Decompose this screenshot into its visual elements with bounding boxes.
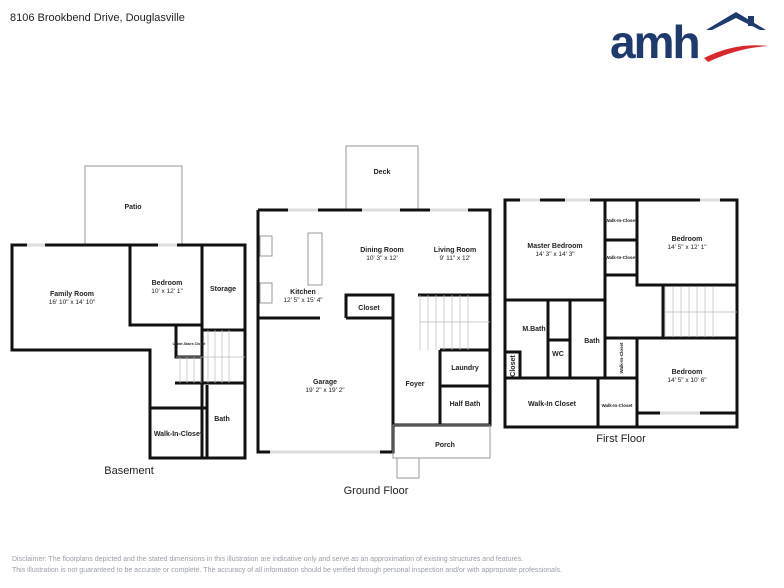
room-patio: Patio [124, 204, 141, 211]
room-walkin: Walk-In-Closet [154, 431, 203, 438]
room-wic1: Walk-In-Closet [605, 218, 637, 223]
disclaimer-line-1: Disclaimer: The floorplans depicted and … [12, 556, 524, 563]
dims-living: 9' 11" x 12' [439, 255, 470, 262]
room-bedroom2: Bedroom [672, 369, 703, 376]
room-deck: Deck [374, 169, 391, 176]
dims-bedroom2: 14' 5" x 10' 6" [667, 377, 707, 384]
room-family: Family Room [50, 291, 94, 298]
dims-bedroom1: 14' 5" x 12' 1" [667, 244, 707, 251]
room-bedroom: Bedroom [152, 280, 183, 287]
room-closet: Closet [510, 355, 517, 377]
room-master: Master Bedroom [527, 243, 582, 250]
room-bedroom1: Bedroom [672, 236, 703, 243]
room-kitchen: Kitchen [290, 289, 316, 296]
room-dining: Dining Room [360, 247, 404, 254]
basement-plan: Patio Family Room 16' 10" x 14' 10" Bedr… [10, 165, 247, 477]
floor-label-basement: Basement [104, 465, 154, 477]
dims-family: 16' 10" x 14' 10" [49, 299, 96, 306]
room-wic3: Walk-In-Closet [619, 342, 624, 374]
dims-dining: 10' 3" x 12' [366, 255, 398, 262]
room-closet: Closet [358, 305, 380, 312]
room-mbath: M.Bath [522, 326, 545, 333]
first-floor-plan: Master Bedroom 14' 3" x 14' 3" Walk-In-C… [503, 198, 739, 445]
room-wic4: Walk-In-Closet [601, 403, 633, 408]
room-garage: Garage [313, 379, 337, 386]
dims-garage: 19' 2" x 19' 2" [305, 387, 345, 394]
property-address: 8106 Brookbend Drive, Douglasville [10, 12, 185, 24]
disclaimer-line-2: This illustration is not guaranteed to b… [12, 567, 563, 574]
dims-kitchen: 12' 5" x 15' 4" [283, 297, 323, 304]
dims-bedroom: 10' x 12' 1" [151, 288, 183, 295]
room-wic2: Walk-In-Closet [605, 255, 637, 260]
floor-label-first: First Floor [596, 433, 646, 445]
logo-text: amh [610, 16, 699, 64]
room-porch: Porch [435, 442, 455, 449]
room-bath: Bath [214, 416, 230, 423]
room-bath: Bath [584, 338, 600, 345]
room-living: Living Room [434, 247, 476, 254]
dims-master: 14' 3" x 14' 3" [535, 251, 575, 258]
amh-logo: amh [610, 12, 768, 64]
floor-label-ground: Ground Floor [344, 485, 409, 497]
room-laundry: Laundry [451, 365, 479, 372]
room-halfbath: Half Bath [450, 401, 481, 408]
room-storage: Storage [210, 286, 236, 293]
room-walkin: Walk-In Closet [528, 401, 577, 408]
ground-floor-plan: Deck Dining Room 10' 3" x 12' Living Roo… [256, 145, 492, 497]
room-foyer: Foyer [405, 381, 424, 388]
room-wc: WC [552, 351, 564, 358]
room-understairs: Under-Stairs Closet [173, 342, 207, 346]
swoosh-icon [704, 45, 768, 62]
